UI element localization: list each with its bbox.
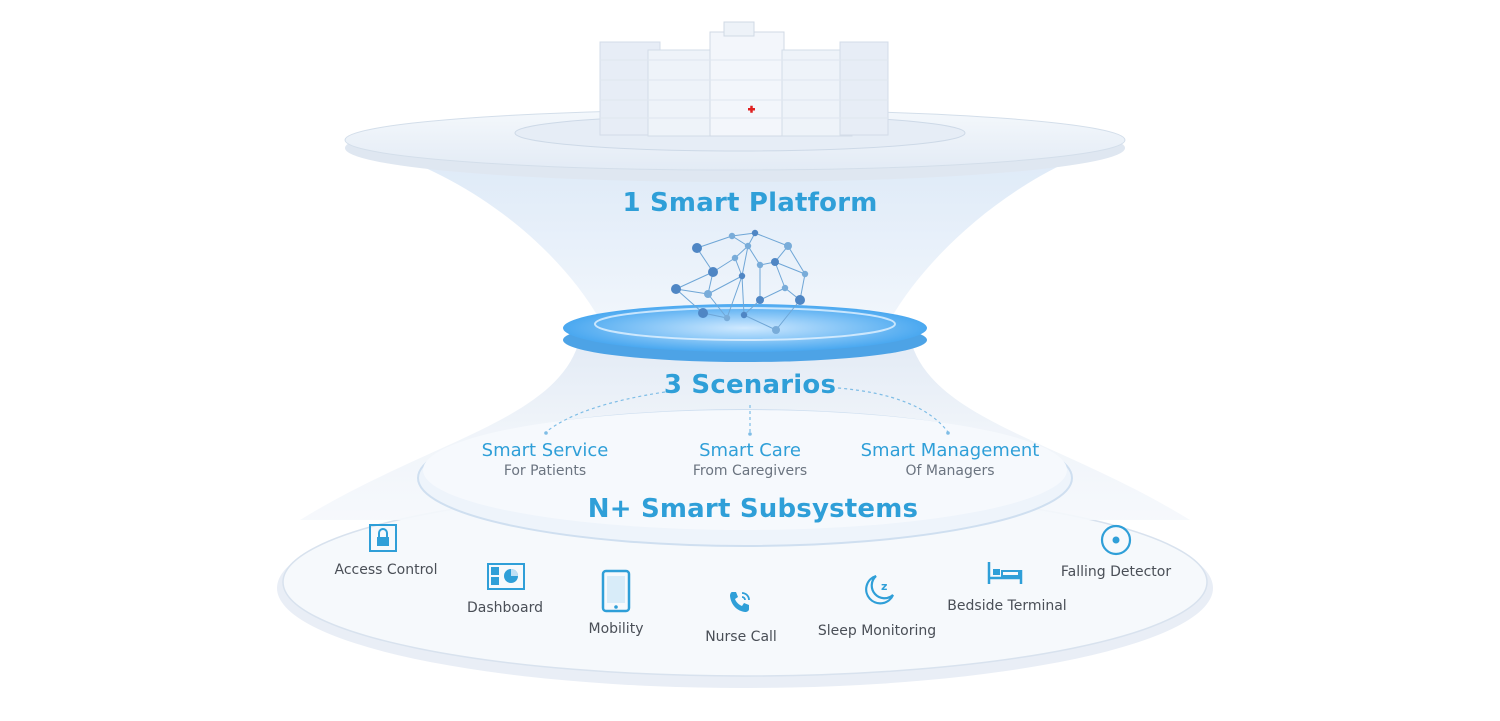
network-edge: [787, 245, 806, 275]
network-node: [756, 296, 764, 304]
network-edge: [774, 261, 786, 289]
network-edge: [759, 287, 786, 301]
tablet-icon: [601, 569, 631, 613]
scenarios-title: 3 Scenarios: [663, 370, 837, 400]
network-node: [692, 243, 702, 253]
network-edge: [754, 232, 789, 247]
network-edge: [726, 275, 743, 319]
network-node: [671, 284, 681, 294]
network-edge: [696, 235, 733, 249]
network-node: [704, 290, 712, 298]
network-node: [731, 254, 739, 262]
subsystem-label-sleep-monitoring: Sleep Monitoring: [817, 623, 937, 639]
network-edge: [743, 314, 777, 331]
network-edge: [675, 288, 704, 314]
network-edge: [731, 232, 756, 237]
bed-icon: [987, 562, 1023, 584]
network-edge: [775, 299, 801, 331]
hospital-building-icon: [599, 21, 889, 137]
platform-title: 1 Smart Platform: [622, 188, 878, 218]
detector-icon: [1100, 524, 1132, 556]
subsystems-title: N+ Smart Subsystems: [587, 494, 919, 524]
network-edge: [741, 275, 745, 316]
subsystem-label-bedside-terminal: Bedside Terminal: [947, 598, 1067, 614]
network-edge: [675, 271, 714, 290]
subsystem-label-nurse-call: Nurse Call: [705, 629, 777, 645]
scenario-sub-service: For Patients: [503, 463, 587, 479]
platform-disc: [563, 304, 927, 352]
network-node: [784, 242, 792, 250]
network-edge: [707, 293, 728, 319]
upper-funnel: [345, 140, 1125, 320]
network-node: [756, 261, 764, 269]
dashboard-icon: [487, 563, 525, 590]
network-edge: [747, 245, 761, 266]
network-node: [772, 326, 780, 334]
network-node: [781, 284, 789, 292]
network-node: [801, 270, 809, 278]
subsystem-label-mobility: Mobility: [588, 621, 644, 637]
scenario-sub-care: From Caregivers: [692, 463, 808, 479]
network-node: [740, 311, 748, 319]
moon-icon: z: [865, 574, 895, 605]
svg-text:z: z: [881, 580, 887, 593]
network-node: [771, 258, 779, 266]
network-edge: [707, 275, 743, 295]
scenario-title-management: Smart Management: [860, 440, 1040, 461]
network-node: [728, 232, 736, 240]
scenario-sub-management: Of Managers: [905, 463, 995, 479]
network-node: [795, 295, 805, 305]
scenario-ring-inner: [423, 410, 1067, 530]
network-node: [738, 272, 746, 280]
scenario-title-service: Smart Service: [481, 440, 609, 461]
network-node: [751, 229, 759, 237]
subsystem-label-access-control: Access Control: [334, 562, 438, 578]
network-node: [698, 308, 708, 318]
network-node: [723, 314, 731, 322]
network-node: [744, 242, 752, 250]
brain-network-icon: [671, 229, 809, 334]
connector-left: [545, 391, 666, 433]
network-edge: [734, 257, 743, 277]
scenario-title-care: Smart Care: [699, 440, 801, 461]
network-edge: [675, 288, 709, 295]
network-node: [708, 267, 718, 277]
subsystem-label-falling-detector: Falling Detector: [1060, 564, 1172, 580]
network-edge: [741, 245, 749, 277]
phone-icon: [730, 592, 750, 612]
subsystem-label-dashboard: Dashboard: [467, 600, 543, 616]
lock-icon: [369, 524, 397, 552]
network-edge: [774, 261, 806, 275]
